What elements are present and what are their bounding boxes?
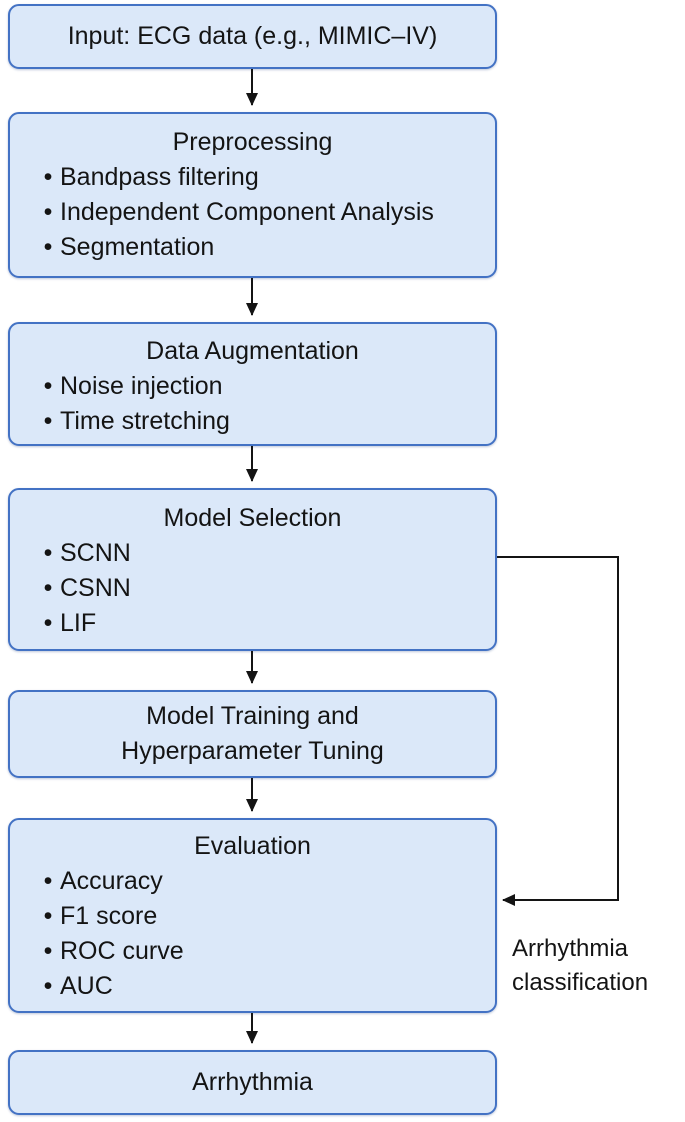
bullet-item: •F1 score (36, 899, 481, 934)
bullet-icon: • (43, 163, 53, 191)
bullet-text: Segmentation (60, 233, 215, 261)
bullet-item: •Accuracy (36, 864, 481, 899)
bullet-item: •ROC curve (36, 934, 481, 969)
node-title: Arrhythmia (192, 1068, 313, 1096)
node-data-augmentation: Data Augmentation •Noise injection •Time… (8, 322, 497, 446)
bullet-list: •SCNN •CSNN •LIF (24, 536, 481, 641)
node-title: Preprocessing (172, 128, 333, 156)
bullet-icon: • (43, 609, 53, 637)
bullet-icon: • (43, 372, 53, 400)
bullet-text: F1 score (60, 902, 158, 930)
node-evaluation: Evaluation •Accuracy •F1 score •ROC curv… (8, 818, 497, 1013)
bullet-text: ROC curve (60, 937, 184, 965)
bullet-icon: • (43, 972, 53, 1000)
bullet-icon: • (43, 937, 53, 965)
node-input-ecg-data: Input: ECG data (e.g., MIMIC–IV) (8, 4, 497, 69)
node-title: Input: ECG data (e.g., MIMIC–IV) (67, 22, 438, 50)
feedback-label-line1: Arrhythmia (512, 935, 629, 962)
node-title: Evaluation (194, 832, 311, 860)
node-model-selection: Model Selection •SCNN •CSNN •LIF (8, 488, 497, 651)
bullet-text: LIF (60, 609, 97, 637)
bullet-text: Time stretching (60, 407, 230, 435)
bullet-item: •Independent Component Analysis (36, 195, 481, 230)
node-model-training: Model Training and Hyperparameter Tuning (8, 690, 497, 778)
bullet-icon: • (43, 574, 53, 602)
bullet-text: Independent Component Analysis (60, 198, 434, 226)
bullet-text: AUC (60, 972, 113, 1000)
bullet-list: •Accuracy •F1 score •ROC curve •AUC (24, 864, 481, 1004)
bullet-item: •LIF (36, 606, 481, 641)
bullet-icon: • (43, 407, 53, 435)
bullet-item: •SCNN (36, 536, 481, 571)
node-arrhythmia-output: Arrhythmia (8, 1050, 497, 1115)
bullet-icon: • (43, 198, 53, 226)
bullet-text: Noise injection (60, 372, 223, 400)
bullet-icon: • (43, 902, 53, 930)
node-title: Data Augmentation (146, 337, 359, 365)
feedback-loop-arrow (497, 556, 619, 906)
node-title: Model Selection (163, 504, 342, 532)
node-title-line2: Hyperparameter Tuning (121, 737, 384, 765)
bullet-item: •CSNN (36, 571, 481, 606)
bullet-icon: • (43, 539, 53, 567)
bullet-item: •Bandpass filtering (36, 160, 481, 195)
bullet-item: •Noise injection (36, 369, 481, 404)
node-preprocessing: Preprocessing •Bandpass filtering •Indep… (8, 112, 497, 278)
bullet-text: CSNN (60, 574, 131, 602)
bullet-item: •AUC (36, 969, 481, 1004)
bullet-text: Accuracy (60, 867, 163, 895)
bullet-item: •Time stretching (36, 404, 481, 439)
bullet-icon: • (43, 867, 53, 895)
bullet-list: •Noise injection •Time stretching (24, 369, 481, 439)
bullet-icon: • (43, 233, 53, 261)
bullet-item: •Segmentation (36, 230, 481, 265)
bullet-text: Bandpass filtering (60, 163, 259, 191)
bullet-list: •Bandpass filtering •Independent Compone… (24, 160, 481, 265)
node-title-line1: Model Training and (146, 702, 359, 730)
bullet-text: SCNN (60, 539, 131, 567)
feedback-label-line2: classification (512, 969, 649, 996)
feedback-edge-label: Arrhythmia classification (512, 932, 648, 1000)
